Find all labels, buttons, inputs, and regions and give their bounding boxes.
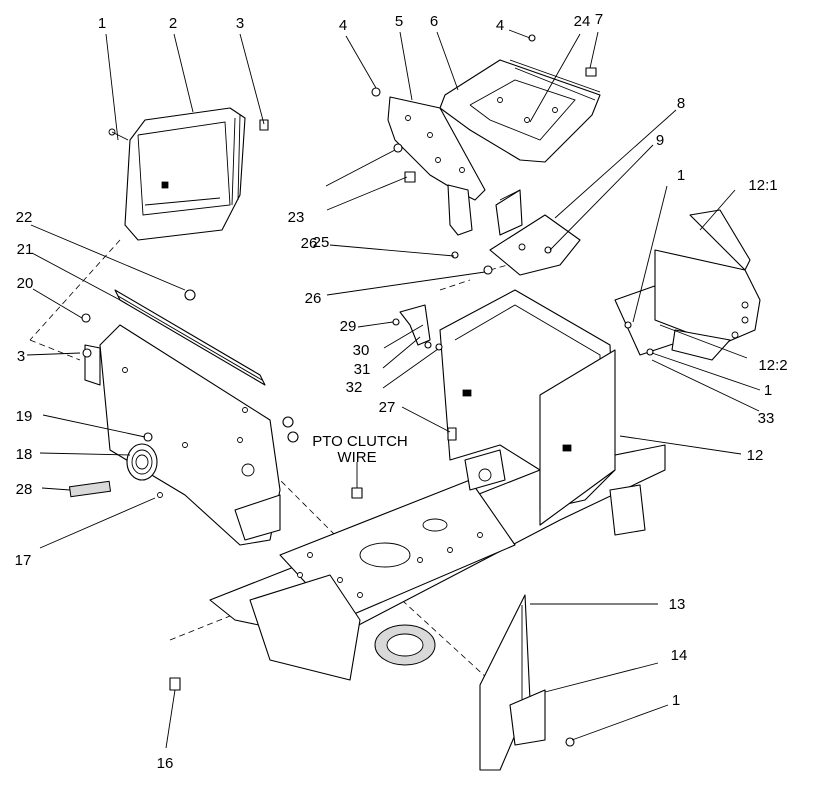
callout-21: 21 xyxy=(17,241,34,258)
callout-8: 8 xyxy=(677,95,685,112)
bracket-part-14 xyxy=(509,689,546,746)
callout-32: 32 xyxy=(346,379,363,396)
pto-clutch-wire-label-line2: WIRE xyxy=(337,449,376,466)
callout-20: 20 xyxy=(17,275,34,292)
callout-17: 17 xyxy=(15,552,32,569)
bracket-part-5 xyxy=(387,96,486,236)
housing-left xyxy=(84,289,281,546)
callout-labels: 1 2 3 4 5 6 4 24 7 8 9 1 12:1 22 21 20 3… xyxy=(15,11,788,772)
callout-5: 5 xyxy=(395,13,403,30)
panel-part-2 xyxy=(124,107,246,241)
callout-12: 12 xyxy=(747,447,764,464)
callout-13: 13 xyxy=(669,596,686,613)
housing-center xyxy=(439,289,616,526)
callout-26: 26 xyxy=(305,290,322,307)
callout-4: 4 xyxy=(496,17,504,34)
callout-24: 24 xyxy=(574,13,591,30)
callout-1: 1 xyxy=(98,15,106,32)
pto-clutch-wire-label-line1: PTO CLUTCH xyxy=(312,433,408,450)
callout-1: 1 xyxy=(672,692,680,709)
part-12-2 xyxy=(671,329,731,361)
callout-2: 2 xyxy=(169,15,177,32)
callout-18: 18 xyxy=(16,446,33,463)
mount-part-6 xyxy=(439,59,601,163)
callout-26: 26 xyxy=(301,235,318,252)
bracket-part-8 xyxy=(489,189,581,276)
part-12-1 xyxy=(654,209,761,346)
callout-27: 27 xyxy=(379,399,396,416)
callout-3: 3 xyxy=(236,15,244,32)
leader-lines xyxy=(26,29,761,749)
callout-31: 31 xyxy=(354,361,371,378)
callout-25: 25 xyxy=(313,234,330,251)
callout-28: 28 xyxy=(16,481,33,498)
callout-4: 4 xyxy=(339,17,347,34)
callout-33: 33 xyxy=(758,410,775,427)
callout-9: 9 xyxy=(656,132,664,149)
spring-part-18 xyxy=(126,443,158,481)
callout-1: 1 xyxy=(677,167,685,184)
callout-1: 1 xyxy=(764,382,772,399)
callout-6: 6 xyxy=(430,13,438,30)
hardware xyxy=(81,34,654,747)
bolt-part-28 xyxy=(68,480,112,498)
callout-7: 7 xyxy=(595,11,603,28)
callout-22: 22 xyxy=(16,209,33,226)
callout-3: 3 xyxy=(17,348,25,365)
callout-29: 29 xyxy=(340,318,357,335)
callout-23: 23 xyxy=(288,209,305,226)
callout-16: 16 xyxy=(157,755,174,772)
callout-30: 30 xyxy=(353,342,370,359)
callout-12-1: 12:1 xyxy=(748,177,777,194)
callout-14: 14 xyxy=(671,647,688,664)
callout-12-2: 12:2 xyxy=(758,357,787,374)
callout-19: 19 xyxy=(16,408,33,425)
